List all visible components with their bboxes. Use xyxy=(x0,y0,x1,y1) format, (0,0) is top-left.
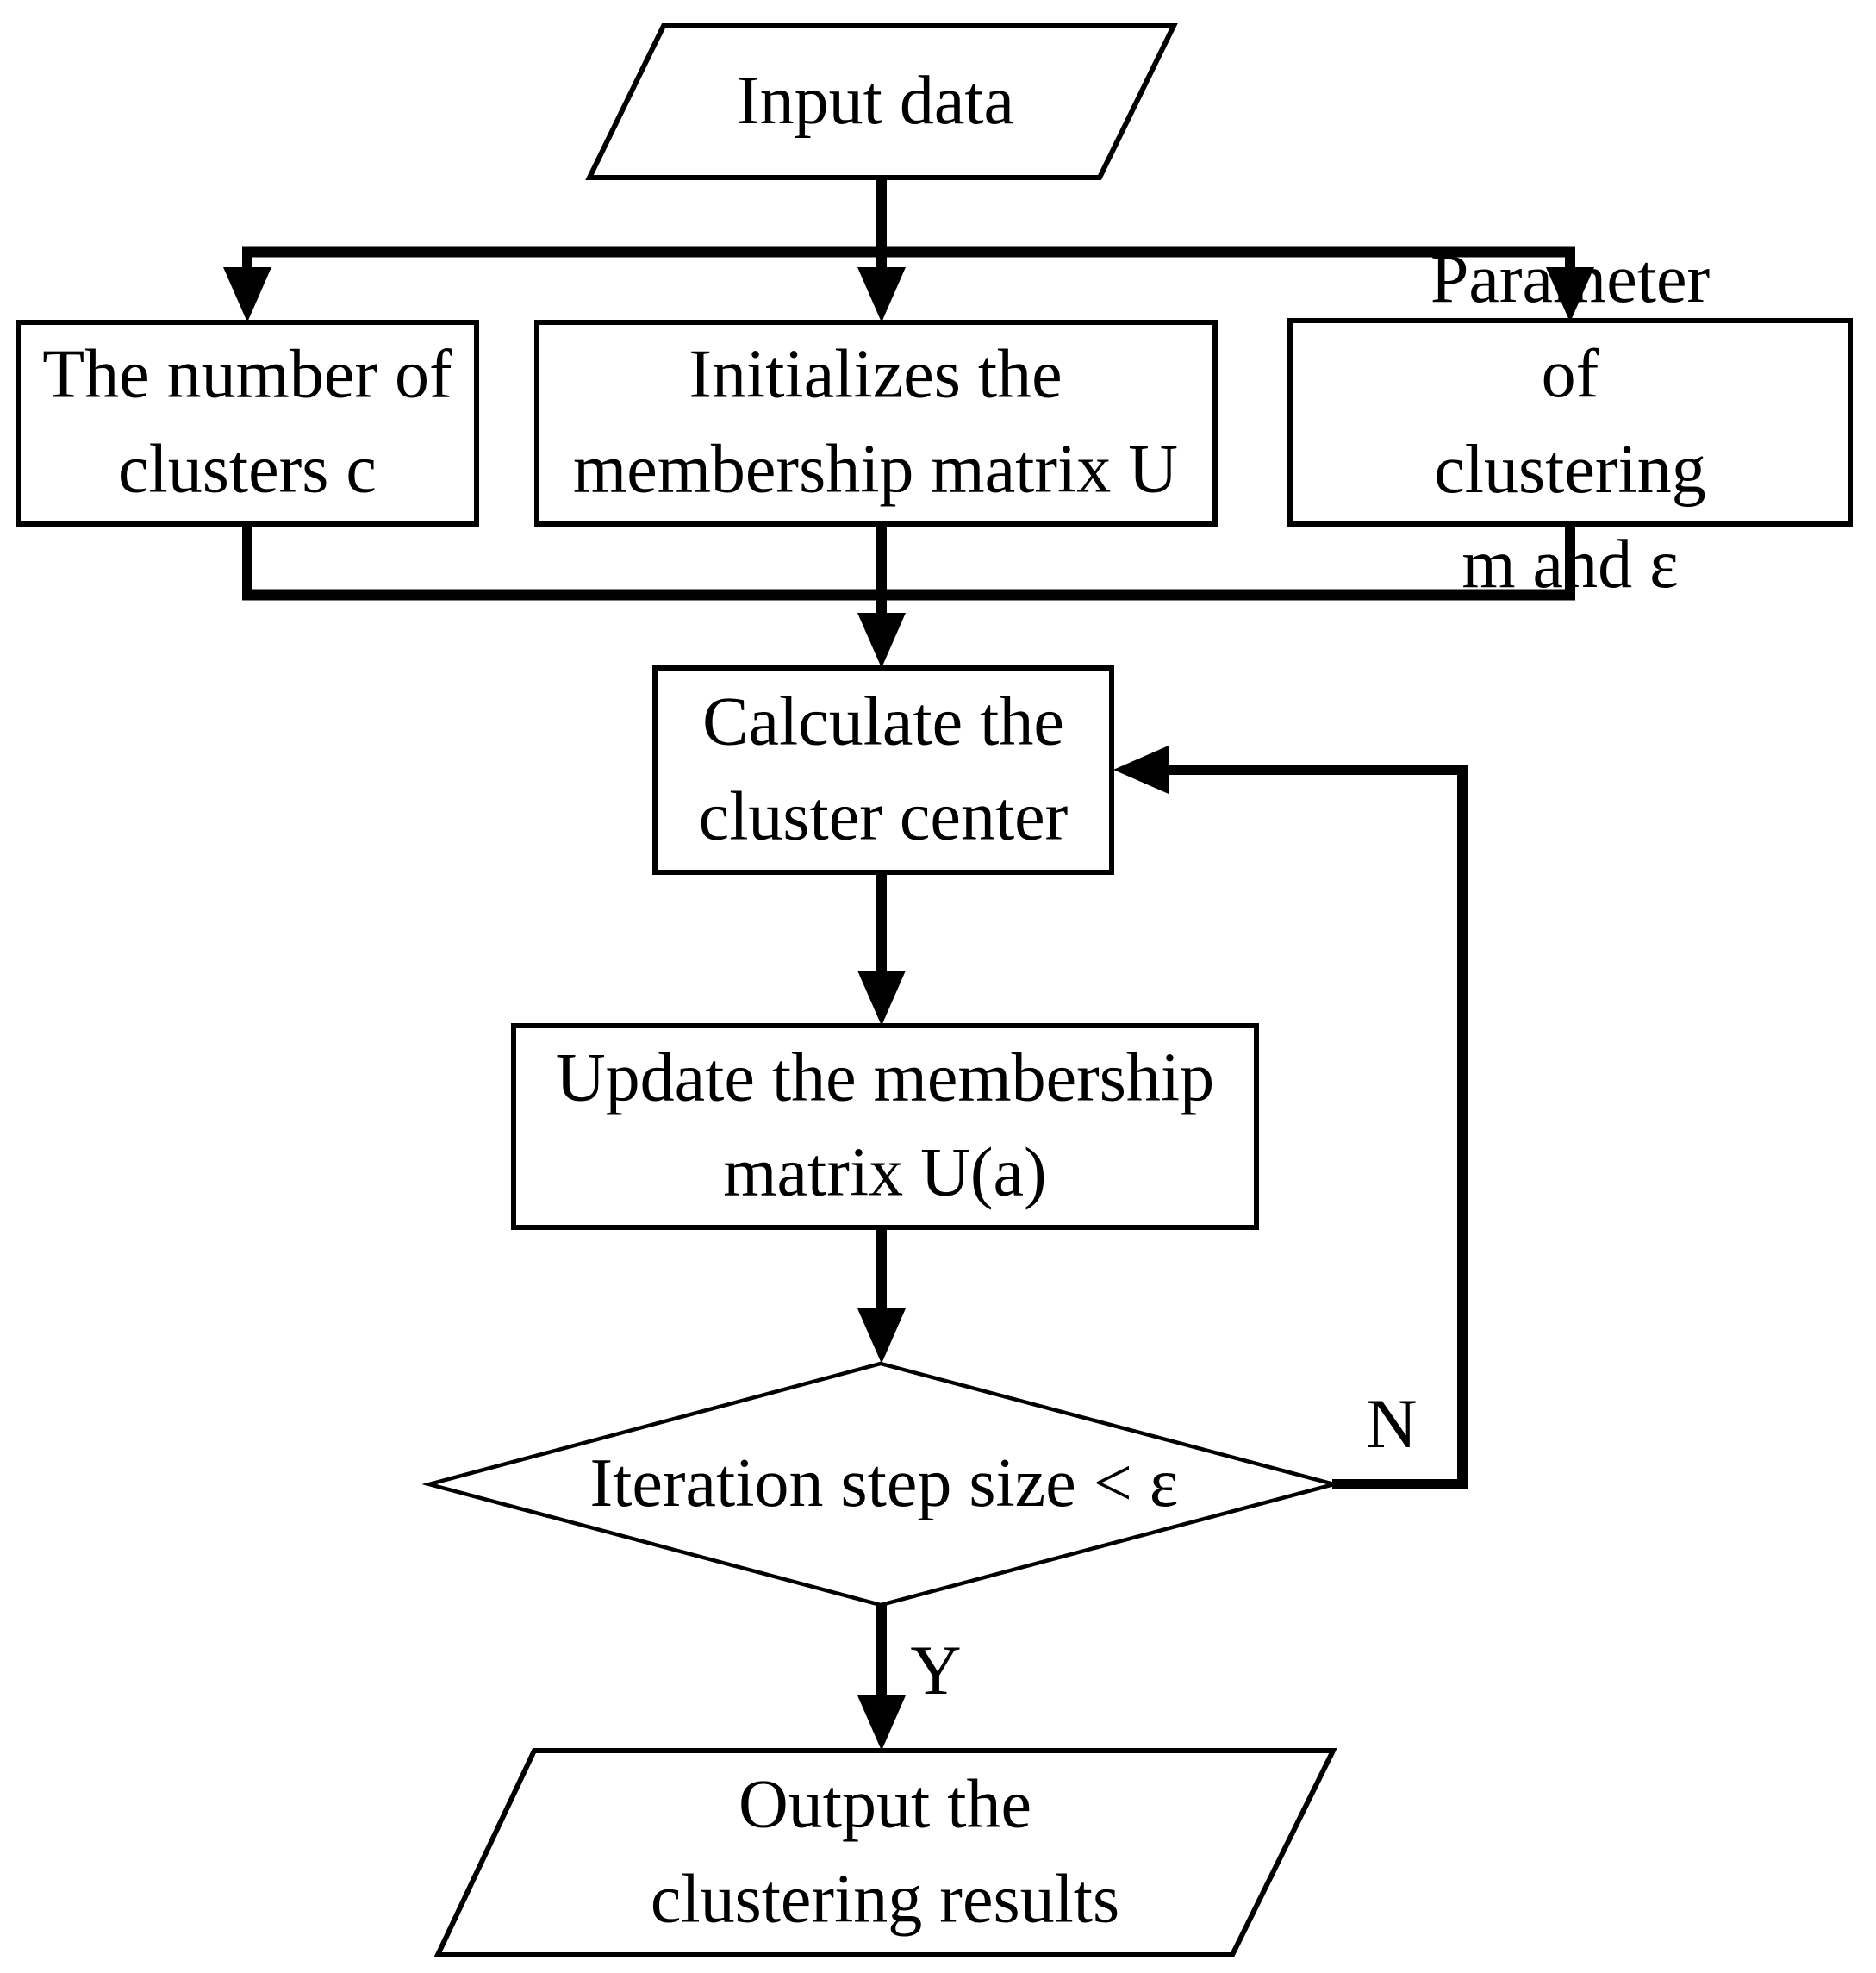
calculate-center-node-shape xyxy=(652,665,1114,875)
update-matrix-node-shape xyxy=(511,1023,1259,1230)
clusters-node-label: The number of clusters c xyxy=(42,336,452,508)
parameters-node-shape xyxy=(1287,318,1853,527)
arrowhead-clusters xyxy=(223,267,271,322)
nodes xyxy=(16,23,1853,1957)
clusters-node-shape xyxy=(16,320,479,527)
arrowhead-output xyxy=(857,1695,906,1751)
no-edge-label: N xyxy=(1366,1384,1418,1463)
arrowhead-init xyxy=(857,267,906,322)
input-node-label: Input data xyxy=(736,62,1015,139)
edges xyxy=(223,176,1594,1751)
decision-node-label: Iteration step size < ε xyxy=(589,1445,1179,1521)
arrowhead-decision xyxy=(857,1308,906,1364)
output-node-shape xyxy=(433,1748,1337,1957)
calculate-center-node-label: Calculate the cluster center xyxy=(698,684,1069,855)
yes-edge-label: Y xyxy=(910,1631,962,1709)
decision-node-shape xyxy=(421,1361,1342,1608)
arrowhead-calculate xyxy=(857,613,906,668)
arrowhead-loop-calculate xyxy=(1113,746,1169,794)
update-matrix-node-label: Update the membership matrix U(a) xyxy=(555,1040,1215,1211)
init-membership-node-shape xyxy=(534,320,1218,527)
output-node-label: Output the clustering results xyxy=(650,1766,1120,1938)
arrowhead-parameters xyxy=(1546,267,1594,322)
arrowhead-update xyxy=(857,971,906,1026)
input-node-shape xyxy=(585,23,1178,180)
edge-no-loop xyxy=(1165,765,1468,1489)
parameters-node-label: Parameter of clustering m and ε xyxy=(1430,241,1711,603)
init-membership-node-label: Initializes the membership matrix U xyxy=(572,336,1179,508)
